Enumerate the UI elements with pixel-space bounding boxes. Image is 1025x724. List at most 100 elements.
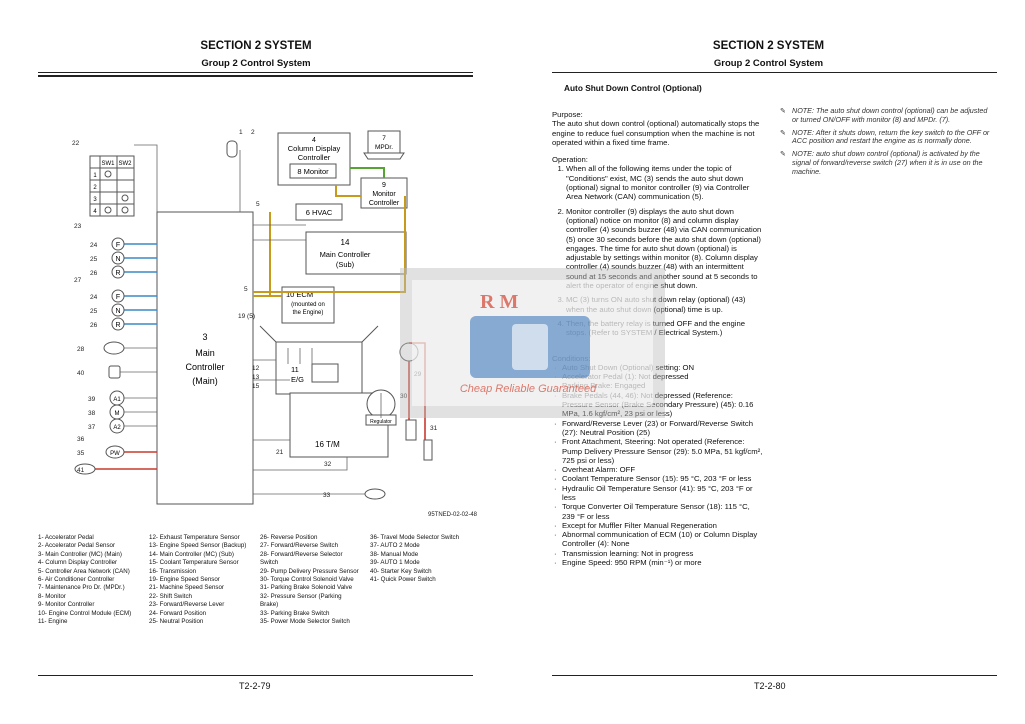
ecm-label: 10 ECM — [286, 290, 313, 299]
accelerator-pedal-icon — [226, 140, 238, 158]
ref-28: 28 — [77, 346, 85, 353]
legend-col-3: 26- Reverse Position 27- Forward/Reverse… — [260, 534, 359, 626]
monitor-box — [289, 163, 337, 179]
legend-item: 37- AUTO 2 Mode — [370, 542, 420, 550]
section-title: SECTION 2 SYSTEM — [200, 40, 312, 52]
condition-item: Coolant Temperature Sensor (15): 95 °C, … — [554, 474, 764, 484]
pencil-icon: ✎ — [780, 149, 787, 159]
note: ✎NOTE: The auto shut down control (optio… — [780, 106, 995, 125]
legend-item: 3- Main Controller (MC) (Main) — [38, 550, 122, 558]
row-1: 1 — [93, 173, 97, 179]
purpose-text: The auto shut down control (optional) au… — [552, 119, 760, 147]
legend-item: 32- Pressure Sensor (Parking — [260, 592, 342, 600]
legend-item: 10- Engine Control Module (ECM) — [38, 609, 132, 617]
ref-41: 41 — [77, 467, 85, 474]
blue-switch-lines — [124, 243, 157, 325]
green-link-line — [350, 167, 385, 178]
group-title: Group 2 Control System — [201, 58, 311, 69]
pencil-icon: ✎ — [780, 106, 787, 115]
ref-32: 32 — [324, 461, 332, 468]
ref-19: 19 (5) — [238, 313, 255, 320]
cdc-label-2: Controller — [298, 153, 331, 162]
ref-38: 38 — [88, 410, 96, 417]
control-system-wiring-diagram: 3 Main Controller (Main) 4 Column Displa… — [72, 129, 478, 518]
main-controller-label-3: Controller — [185, 362, 224, 372]
ref-26a: 26 — [90, 270, 98, 277]
pencil-icon: ✎ — [780, 127, 787, 137]
ref-1: 1 — [239, 129, 243, 136]
legend-item: 40- Starter Key Switch — [370, 567, 432, 575]
legend-item: 22- Shift Switch — [149, 592, 192, 600]
page-number: T2-2-79 — [239, 681, 271, 691]
legend-item: 9- Monitor Controller — [38, 601, 95, 609]
note: ✎NOTE: After it shuts down, return the k… — [780, 127, 995, 147]
figure-id: 95TNED-02-02-48 — [428, 512, 478, 518]
main-controller-sub-box — [305, 231, 407, 275]
legend-item: 41- Quick Power Switch — [370, 576, 436, 584]
ref-23: 23 — [74, 223, 82, 230]
group-title: Group 2 Control System — [713, 58, 824, 69]
legend-item: 28- Forward/Reverse Selector — [260, 550, 343, 558]
condition-item: Engine Speed: 950 RPM (min⁻¹) or more — [554, 558, 764, 568]
solenoid-valve-icon — [405, 419, 417, 441]
monitor-label: 8 Monitor — [297, 167, 329, 176]
ref-13: 13 — [252, 374, 260, 381]
pos-f2: F — [116, 294, 120, 301]
left-page: SECTION 2 SYSTEM Group 2 Control System … — [0, 0, 512, 724]
parking-solenoid-icon — [423, 439, 433, 461]
selector-switch-icon — [103, 341, 125, 355]
header-rule — [552, 72, 997, 73]
legend-item: 2- Accelerator Pedal Sensor — [38, 542, 116, 550]
notes-column: ✎NOTE: The auto shut down control (optio… — [780, 106, 995, 181]
watermark-brand: R M — [480, 291, 518, 313]
mc9-num: 9 — [382, 182, 386, 189]
legend-item: 38- Manual Mode — [370, 550, 419, 558]
legend-item: 35- Power Mode Selector Switch — [260, 618, 350, 626]
regulator-label: Regulator — [370, 419, 392, 425]
legend-item: 5- Controller Area Network (CAN) — [38, 567, 130, 575]
ref-33: 33 — [323, 492, 331, 499]
ref-24a: 24 — [90, 242, 98, 249]
note: ✎ NOTE: auto shut down control (optional)… — [780, 149, 995, 176]
section-title: SECTION 2 SYSTEM — [712, 40, 825, 52]
legend-item: 14- Main Controller (MC) (Sub) — [149, 550, 234, 558]
legend-item: 33- Parking Brake Switch — [260, 609, 330, 617]
condition-item: Overheat Alarm: OFF — [554, 465, 764, 475]
pos-f1: F — [116, 242, 120, 249]
section-heading: Auto Shut Down Control (Optional) — [564, 83, 702, 93]
operation-heading: Operation: — [552, 155, 588, 165]
mcs-label-2: (Sub) — [336, 260, 355, 269]
mpdr-num: 7 — [382, 135, 386, 142]
mc9-label-2: Controller — [369, 200, 400, 207]
legend-item: 36- Travel Mode Selector Switch — [370, 534, 460, 541]
pos-r1: R — [115, 270, 120, 277]
quick-power-switch-icon — [74, 463, 96, 475]
ref-25a: 25 — [90, 256, 98, 263]
condition-item: Except for Muffler Filter Manual Regener… — [554, 521, 764, 531]
legend-item: 4- Column Display Controller — [38, 559, 118, 567]
pos-n2: N — [115, 308, 120, 315]
hvac-label: 6 HVAC — [306, 208, 333, 217]
ref-35: 35 — [77, 450, 85, 457]
header-rule-thick — [38, 75, 473, 77]
mc9-label-1: Monitor — [372, 191, 396, 198]
ref-22: 22 — [72, 140, 80, 147]
legend-item: 31- Parking Brake Solenoid Valve — [260, 584, 353, 592]
page-number: T2-2-80 — [754, 681, 786, 691]
cdc-num: 4 — [312, 137, 316, 144]
note-text: NOTE: auto shut down control (optional) … — [792, 149, 983, 176]
monitor-controller-box — [360, 177, 408, 209]
ecm-sub-1: (mounted on — [291, 302, 325, 308]
footer-rule — [38, 675, 473, 676]
purpose-heading: Purpose: — [552, 110, 583, 119]
header-rule — [38, 72, 473, 73]
condition-item: Transmission learning: Not in progress — [554, 549, 764, 559]
legend-col-1: 1- Accelerator Pedal 2- Accelerator Peda… — [38, 534, 131, 626]
key-switch-icon — [108, 365, 121, 379]
pos-r2: R — [115, 322, 120, 329]
ref-12: 12 — [252, 365, 260, 372]
ref-37: 37 — [88, 424, 96, 431]
legend-col-2: 12- Exhaust Temperature Sensor 13- Engin… — [149, 534, 246, 626]
transmission-label: 16 T/M — [315, 440, 340, 449]
row-4: 4 — [93, 209, 97, 215]
